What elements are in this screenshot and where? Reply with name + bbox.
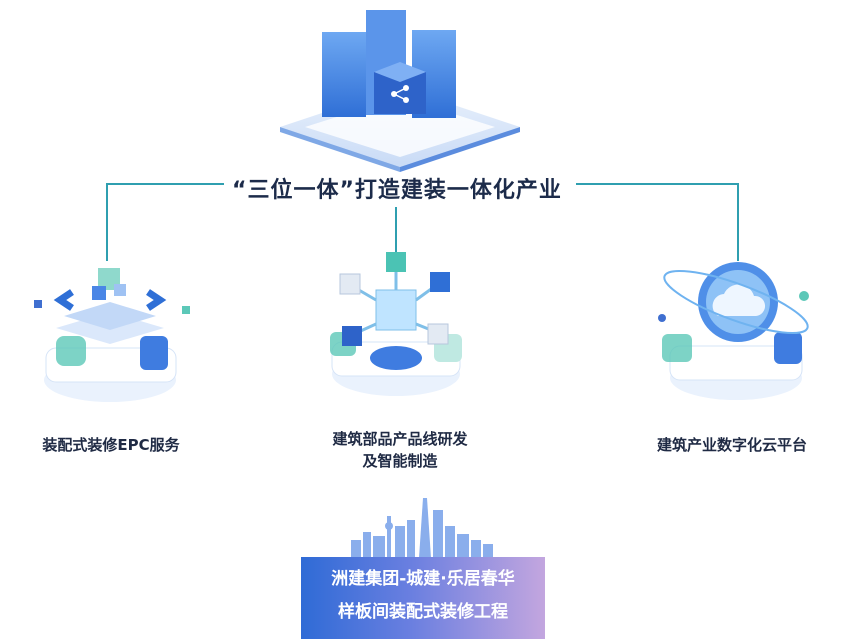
code-brackets-icon bbox=[34, 268, 190, 402]
banner-line1: 洲建集团-城建·乐居春华 bbox=[331, 569, 515, 589]
molecule-cubes-icon bbox=[330, 252, 462, 396]
pillar-label-rnd: 建筑部品产品线研发 及智能制造 bbox=[305, 428, 495, 472]
pillar-label-rnd-line1: 建筑部品产品线研发 bbox=[332, 430, 468, 448]
cloud-icon bbox=[658, 262, 809, 400]
connector-center-vertical bbox=[395, 207, 397, 261]
banner-line2: 样板间装配式装修工程 bbox=[338, 602, 508, 622]
connector-right-horizontal bbox=[576, 183, 738, 185]
pillar-label-cloud: 建筑产业数字化云平台 bbox=[656, 436, 807, 454]
pillar-label-rnd-line2: 及智能制造 bbox=[362, 452, 438, 470]
server-cluster-icon bbox=[280, 10, 520, 172]
project-banner: 洲建集团-城建·乐居春华 样板间装配式装修工程 bbox=[301, 557, 545, 639]
main-title: “三位一体”打造建装一体化产业 bbox=[232, 178, 562, 203]
connector-left-horizontal bbox=[106, 183, 224, 185]
city-skyline-icon bbox=[351, 498, 493, 558]
pillar-label-epc: 装配式装修EPC服务 bbox=[42, 436, 180, 454]
connector-left-vertical bbox=[106, 183, 108, 261]
connector-right-vertical bbox=[737, 183, 739, 261]
